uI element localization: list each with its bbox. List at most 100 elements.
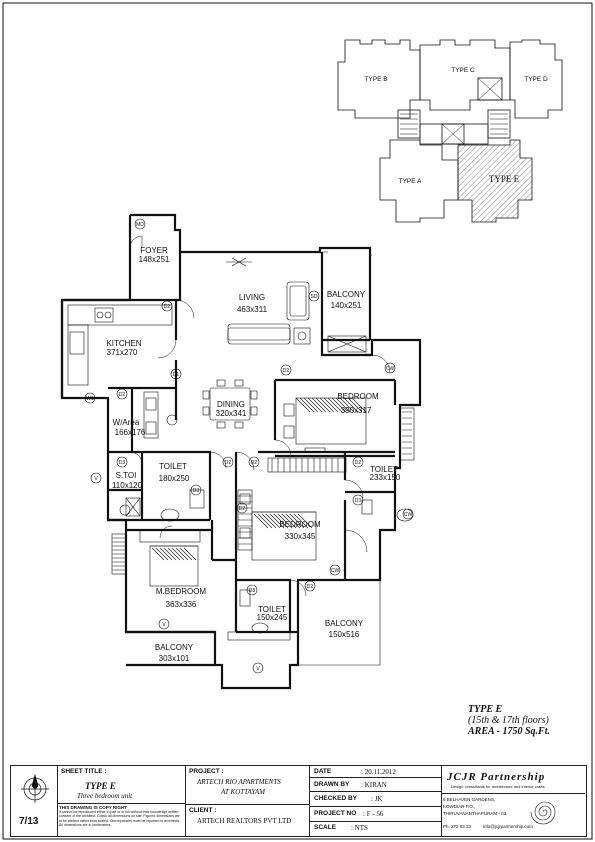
copyright: THIS DRAWING IS COPY RIGHT	[59, 805, 127, 810]
key-label-type-c: TYPE C	[451, 67, 475, 74]
window-bay	[399, 407, 415, 461]
door-tag-d2-bed1: D2	[283, 368, 290, 374]
room-mbedroom-name: M.BEDROOM	[156, 587, 207, 596]
project-no-label: PROJECT NO	[314, 810, 357, 817]
drawn-by-label: DRAWN BY	[314, 781, 350, 788]
door-tag-d3-toilet3: D3	[249, 588, 256, 594]
room-foyer-name: FOYER	[140, 246, 168, 255]
sheet-title-2: Three bedroom unit	[77, 792, 133, 800]
north-arrow-icon	[21, 773, 49, 803]
room-bedroom2-name: BEDROOM	[279, 520, 321, 529]
room-kitchen-size: 371x270	[107, 348, 138, 357]
room-toilet2-name: TOILET	[370, 465, 398, 474]
room-toilet1-name: TOILET	[159, 462, 187, 471]
project-no-value: : F - 56	[363, 810, 384, 818]
room-kitchen-name: KITCHEN	[106, 339, 141, 348]
door-tag-d2-wardrobe: D2	[239, 506, 246, 512]
type-info-area: AREA - 1750 Sq.Ft.	[468, 726, 550, 737]
client-label: CLIENT :	[189, 807, 217, 814]
room-balcony3-size: 303x101	[159, 654, 190, 663]
room-bedroom1-name: BEDROOM	[337, 392, 379, 401]
room-dining-size: 320x341	[216, 409, 247, 418]
room-bedroom1-size: 390x317	[341, 406, 372, 415]
firm-address-3: THIRUVANANTHAPURAM - 03.	[443, 811, 508, 816]
checked-by-label: CHECKED BY	[314, 795, 357, 802]
sheet-title-label: SHEET TITLE :	[61, 768, 107, 775]
key-type-d-outline	[509, 39, 563, 119]
door-tag-d2-bed2: D2	[251, 460, 258, 466]
date-label: DATE	[314, 768, 332, 775]
project-name-2: AT KOTTAYAM	[221, 788, 265, 796]
room-living-size: 463x311	[237, 305, 268, 314]
room-warea-size: 166x176	[115, 428, 146, 437]
room-foyer-size: 148x251	[139, 255, 170, 264]
key-corridor	[419, 123, 489, 145]
door-tag-cw-2: CW	[386, 366, 395, 372]
firm-tagline: Design consultants for architecture and …	[451, 784, 545, 789]
door-tags	[84, 218, 414, 674]
key-type-e-outline	[457, 139, 533, 223]
key-label-type-d: TYPE D	[524, 76, 548, 83]
copyright-notes: It cannot be reproduced either in part o…	[59, 810, 181, 828]
type-info: TYPE E (15th & 17th floors) AREA - 1750 …	[468, 704, 588, 737]
sheet-number: 7/13	[19, 816, 39, 827]
door-tag-d2-toilet2: D2	[355, 460, 362, 466]
title-block: 7/13 SHEET TITLE : TYPE E Three bedroom …	[10, 765, 587, 837]
door-tag-d3-toilet2: D3	[355, 498, 362, 504]
room-bedroom2-size: 330x345	[285, 532, 316, 541]
firm-phone: Ph. 272 03 23	[443, 824, 472, 829]
door-tag-v-1: V	[94, 476, 98, 482]
type-info-floors: (15th & 17th floors)	[468, 715, 549, 726]
door-tag-sd: SD	[311, 294, 318, 300]
room-stoi-name: S.TOI	[116, 471, 137, 480]
key-type-a-outline	[379, 139, 459, 223]
key-type-c-outline	[419, 39, 511, 111]
door-tag-d3-stoi: D3	[119, 460, 126, 466]
firm-address-1: 9 BELHAVEN GARDENS,	[443, 797, 496, 802]
room-toilet2-size: 233x150	[370, 473, 401, 482]
door-tag-d1: D1	[173, 372, 180, 378]
bed-master	[149, 545, 199, 587]
firm-address-2: KOWDIAR P.O.,	[443, 804, 476, 809]
room-balcony1-name: BALCONY	[327, 290, 366, 299]
key-type-b-outline	[337, 39, 421, 119]
room-warea-name: W/Area	[113, 418, 140, 427]
room-dining-name: DINING	[217, 400, 245, 409]
firm-email[interactable]: info@jcjrpartnership.com	[483, 824, 533, 829]
door-tag-d2-master: D2	[225, 460, 232, 466]
room-living-name: LIVING	[239, 293, 265, 302]
key-label-type-a: TYPE A	[399, 178, 422, 185]
project-label: PROJECT :	[189, 768, 224, 775]
key-plan-labels: TYPE B TYPE C TYPE D TYPE A TYPE E	[364, 67, 548, 185]
drawn-by-value: : KIRAN	[361, 781, 387, 789]
client-name: ARTECH REALTORS PVT LTD	[197, 817, 292, 825]
room-balcony1-size: 140x251	[331, 301, 362, 310]
room-labels: FOYER 148x251 LIVING 463x311 BALCONY 140…	[106, 246, 400, 663]
dining-table	[209, 387, 251, 421]
key-label-type-b: TYPE B	[364, 76, 387, 83]
room-toilet1-size: 180x250	[159, 474, 190, 483]
scale-value: : NTS	[351, 824, 368, 832]
plan-walls	[60, 213, 422, 690]
key-stair-2	[487, 109, 511, 139]
door-tag-d2-warea: D2	[119, 392, 126, 398]
room-balcony2-name: BALCONY	[325, 619, 364, 628]
room-balcony3-name: BALCONY	[155, 643, 194, 652]
door-tag-cw-1: CW	[331, 568, 340, 574]
plan-details	[67, 215, 421, 666]
door-tag-w1: W1	[86, 396, 94, 402]
sofa	[227, 323, 291, 345]
door-tag-labels: MD D2 D1 D2 D3 D2 D2 D2 D3 D2 D3 D2 D3 D…	[86, 222, 412, 672]
type-info-title: TYPE E	[468, 704, 503, 715]
door-tag-d2-kitchen: D2	[164, 304, 171, 310]
room-balcony2-size: 150x516	[329, 630, 360, 639]
door-tag-v-3: V	[256, 666, 260, 672]
scale-label: SCALE	[314, 824, 337, 831]
checked-by-value: : JK	[371, 795, 383, 803]
armchair	[286, 281, 310, 321]
sheet-title-1: TYPE E	[85, 781, 116, 791]
room-stoi-size: 110x120	[112, 481, 143, 490]
door-tag-v-2: V	[162, 622, 166, 628]
